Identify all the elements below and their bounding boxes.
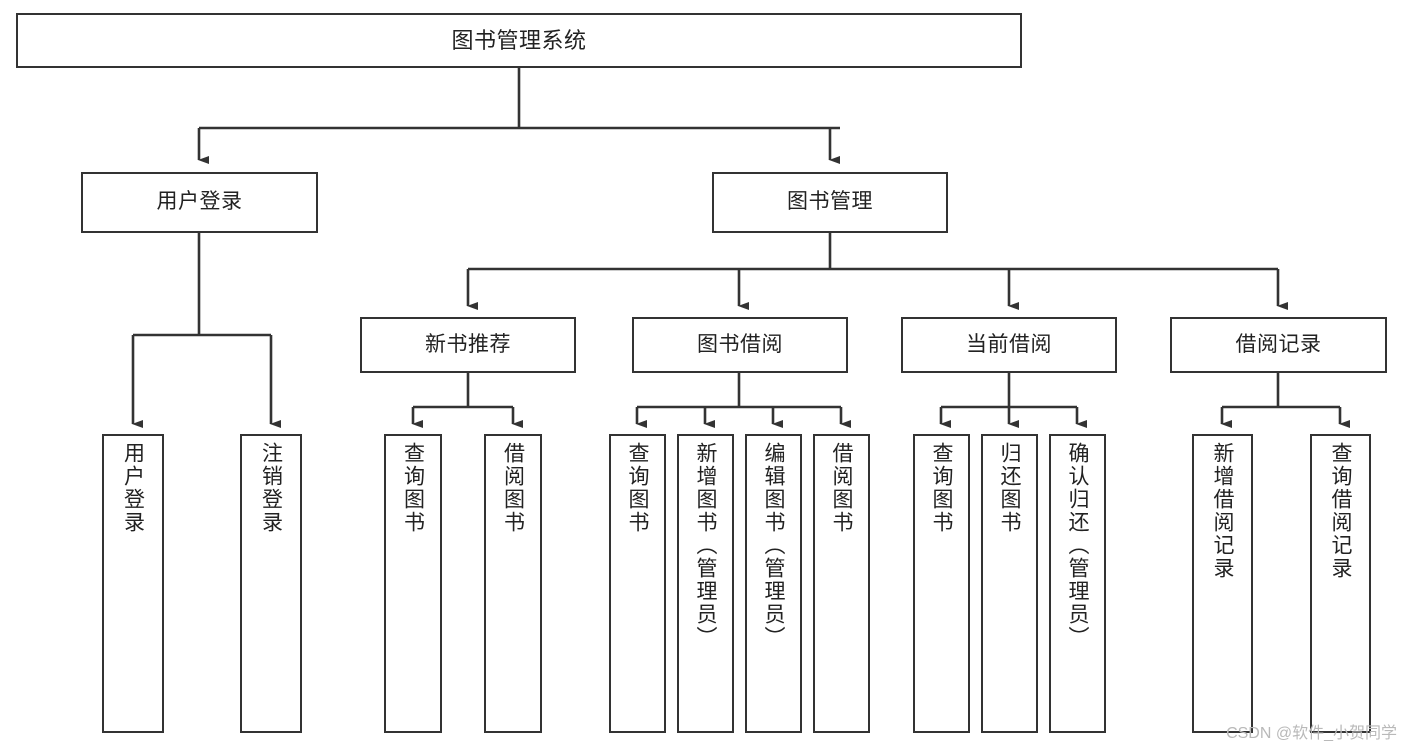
leaf-query-book-1-label: 查询图书 xyxy=(401,442,425,534)
leaf-borrow-book-2[interactable]: 借阅图书 xyxy=(813,434,870,733)
node-borrow-record[interactable]: 借阅记录 xyxy=(1170,317,1387,373)
node-root[interactable]: 图书管理系统 xyxy=(16,13,1022,68)
leaf-user-login[interactable]: 用户登录 xyxy=(102,434,164,733)
leaf-borrow-book-1-label: 借阅图书 xyxy=(501,442,525,534)
leaf-add-book-label: 新增图书（管理员） xyxy=(694,442,717,649)
leaf-user-login-label: 用户登录 xyxy=(121,442,145,534)
node-book-manage[interactable]: 图书管理 xyxy=(712,172,948,233)
leaf-edit-book-label: 编辑图书（管理员） xyxy=(762,442,785,649)
leaf-query-book-1[interactable]: 查询图书 xyxy=(384,434,442,733)
node-user-login[interactable]: 用户登录 xyxy=(81,172,318,233)
leaf-confirm-return[interactable]: 确认归还（管理员） xyxy=(1049,434,1106,733)
watermark: CSDN @软件_小贺同学 xyxy=(1226,725,1397,742)
leaf-return-book-label: 归还图书 xyxy=(998,442,1021,534)
leaf-borrow-book-1[interactable]: 借阅图书 xyxy=(484,434,542,733)
leaf-add-record[interactable]: 新增借阅记录 xyxy=(1192,434,1253,733)
leaf-confirm-return-label: 确认归还（管理员） xyxy=(1066,442,1089,649)
node-current-borrow[interactable]: 当前借阅 xyxy=(901,317,1117,373)
node-root-label: 图书管理系统 xyxy=(451,27,587,53)
leaf-borrow-book-2-label: 借阅图书 xyxy=(830,442,853,534)
leaf-query-book-2-label: 查询图书 xyxy=(626,442,649,534)
node-current-borrow-label: 当前借阅 xyxy=(966,332,1052,356)
leaf-query-record-label: 查询借阅记录 xyxy=(1329,442,1352,580)
node-book-manage-label: 图书管理 xyxy=(787,190,873,214)
leaf-user-logout-label: 注销登录 xyxy=(259,442,283,534)
leaf-user-logout[interactable]: 注销登录 xyxy=(240,434,302,733)
leaf-return-book[interactable]: 归还图书 xyxy=(981,434,1038,733)
leaf-edit-book[interactable]: 编辑图书（管理员） xyxy=(745,434,802,733)
leaf-query-book-3-label: 查询图书 xyxy=(930,442,953,534)
node-borrow-record-label: 借阅记录 xyxy=(1235,332,1322,356)
leaf-add-book[interactable]: 新增图书（管理员） xyxy=(677,434,734,733)
node-book-borrow[interactable]: 图书借阅 xyxy=(632,317,848,373)
leaf-query-record[interactable]: 查询借阅记录 xyxy=(1310,434,1371,733)
node-user-login-label: 用户登录 xyxy=(156,190,243,214)
leaf-query-book-2[interactable]: 查询图书 xyxy=(609,434,666,733)
node-new-book-recommend-label: 新书推荐 xyxy=(425,332,511,356)
leaf-query-book-3[interactable]: 查询图书 xyxy=(913,434,970,733)
node-book-borrow-label: 图书借阅 xyxy=(697,332,783,356)
leaf-add-record-label: 新增借阅记录 xyxy=(1211,442,1234,580)
node-new-book-recommend[interactable]: 新书推荐 xyxy=(360,317,576,373)
